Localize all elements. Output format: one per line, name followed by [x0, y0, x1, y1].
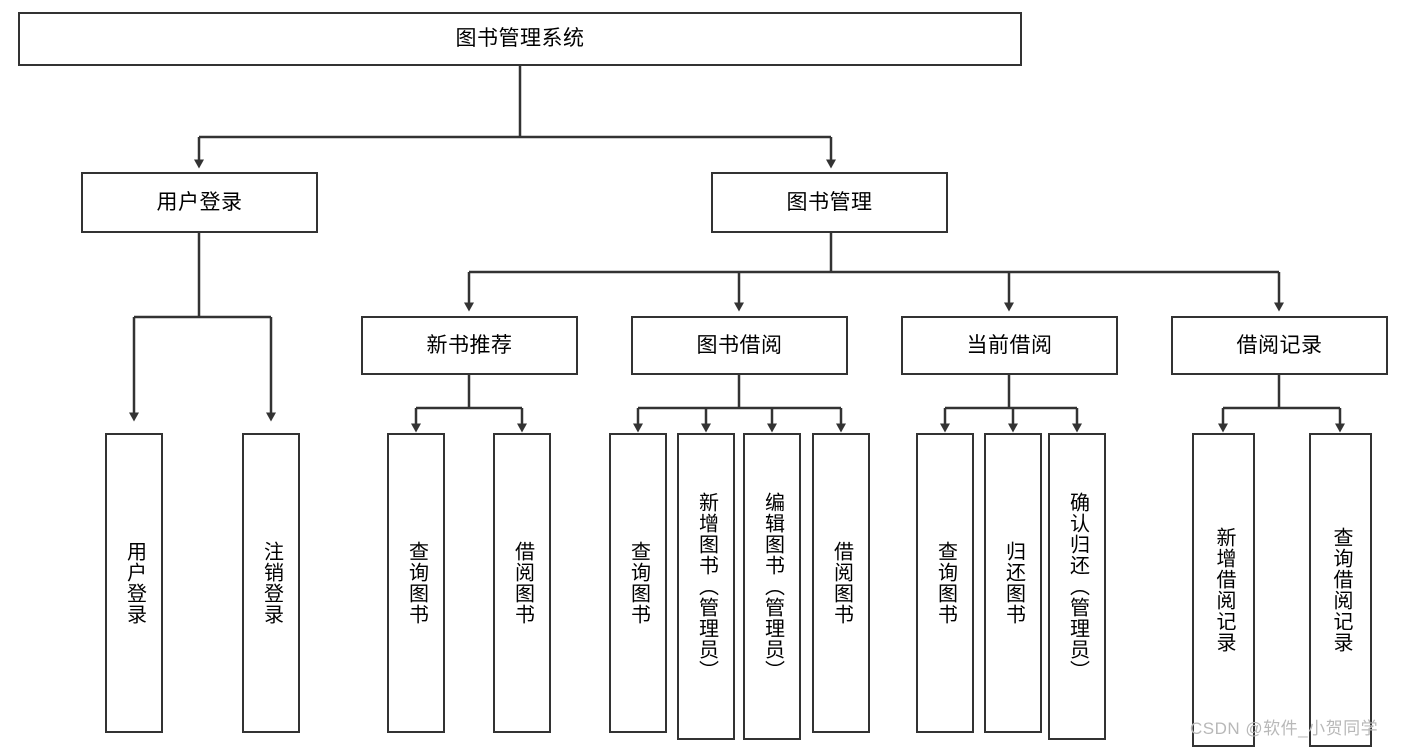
node-leaf-borrow-book-2-label: 借阅图书	[830, 541, 853, 625]
node-user-login-label: 用户登录	[156, 190, 243, 214]
node-leaf-user-login-label: 用户登录	[123, 541, 146, 625]
node-root[interactable]: 图书管理系统	[18, 12, 1022, 66]
node-leaf-return-book-label: 归还图书	[1002, 541, 1025, 625]
node-leaf-logout-login-label: 注销登录	[260, 541, 283, 625]
node-leaf-add-book-label: 新增图书（管理员）	[695, 492, 718, 681]
node-current-borrow-label: 当前借阅	[966, 333, 1053, 357]
node-leaf-query-book-3-label: 查询图书	[934, 541, 957, 625]
node-leaf-add-record-label: 新增借阅记录	[1213, 527, 1235, 653]
node-leaf-query-record[interactable]: 查询借阅记录	[1309, 433, 1372, 747]
node-leaf-borrow-book-1[interactable]: 借阅图书	[493, 433, 551, 733]
node-leaf-query-record-label: 查询借阅记录	[1330, 527, 1352, 653]
node-new-book-recommend-label: 新书推荐	[426, 333, 513, 357]
node-new-book-recommend[interactable]: 新书推荐	[361, 316, 578, 375]
node-root-label: 图书管理系统	[455, 27, 585, 51]
node-leaf-return-book[interactable]: 归还图书	[984, 433, 1042, 733]
node-leaf-logout-login[interactable]: 注销登录	[242, 433, 300, 733]
node-leaf-query-book-2-label: 查询图书	[627, 541, 650, 625]
node-current-borrow[interactable]: 当前借阅	[901, 316, 1118, 375]
node-user-login[interactable]: 用户登录	[81, 172, 318, 233]
node-book-manage[interactable]: 图书管理	[711, 172, 948, 233]
node-leaf-borrow-book-2[interactable]: 借阅图书	[812, 433, 870, 733]
node-leaf-user-login[interactable]: 用户登录	[105, 433, 163, 733]
node-leaf-add-record[interactable]: 新增借阅记录	[1192, 433, 1255, 747]
node-leaf-add-book[interactable]: 新增图书（管理员）	[677, 433, 735, 740]
node-borrow-record[interactable]: 借阅记录	[1171, 316, 1388, 375]
node-book-borrow[interactable]: 图书借阅	[631, 316, 848, 375]
node-leaf-query-book-1[interactable]: 查询图书	[387, 433, 445, 733]
node-leaf-query-book-1-label: 查询图书	[405, 541, 428, 625]
node-leaf-query-book-2[interactable]: 查询图书	[609, 433, 667, 733]
csdn-watermark: CSDN @软件_小贺同学	[1190, 719, 1379, 738]
node-leaf-confirm-return[interactable]: 确认归还（管理员）	[1048, 433, 1106, 740]
node-leaf-confirm-return-label: 确认归还（管理员）	[1066, 492, 1089, 681]
node-leaf-borrow-book-1-label: 借阅图书	[511, 541, 534, 625]
node-book-borrow-label: 图书借阅	[696, 333, 783, 357]
node-borrow-record-label: 借阅记录	[1236, 333, 1323, 357]
node-leaf-edit-book[interactable]: 编辑图书（管理员）	[743, 433, 801, 740]
node-leaf-query-book-3[interactable]: 查询图书	[916, 433, 974, 733]
node-leaf-edit-book-label: 编辑图书（管理员）	[761, 492, 784, 681]
node-book-manage-label: 图书管理	[786, 190, 873, 214]
